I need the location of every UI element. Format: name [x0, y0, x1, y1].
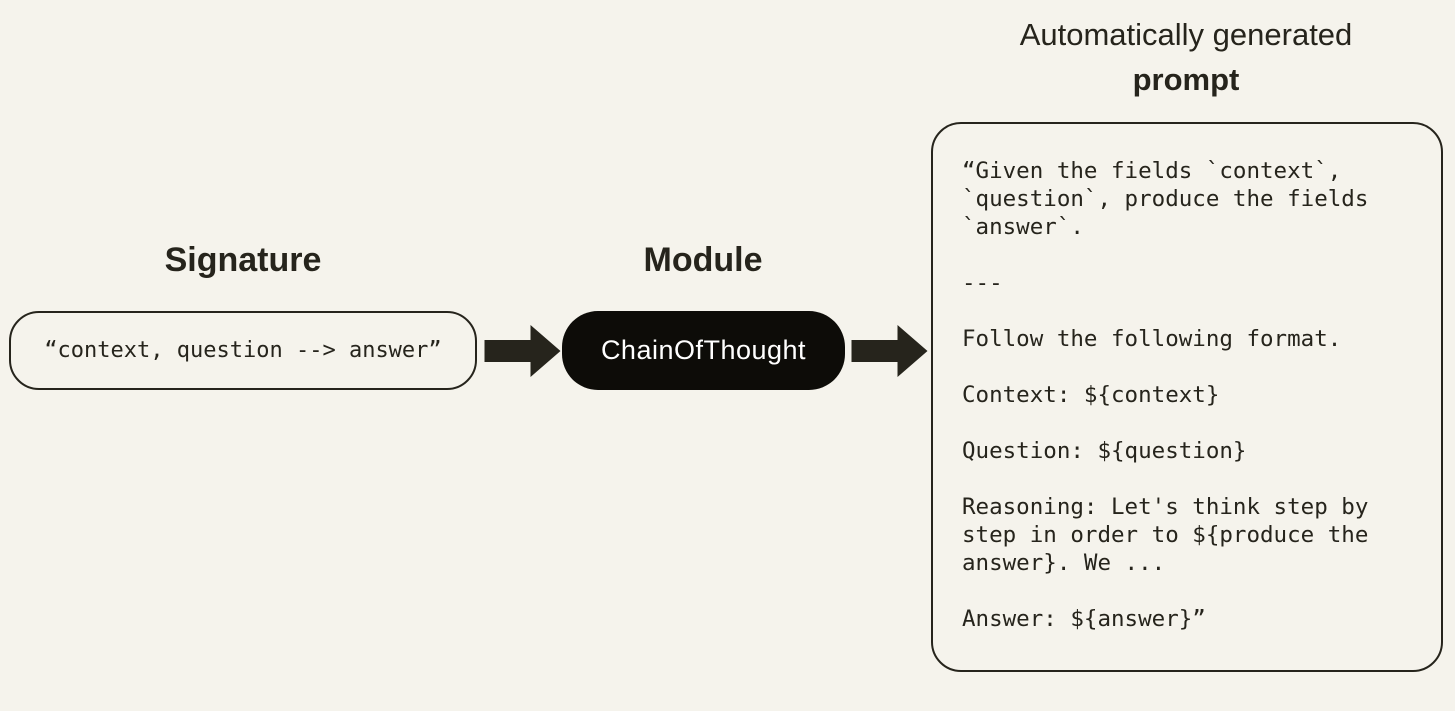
right-arrow-icon [851, 325, 928, 377]
auto-generated-prompt-heading: Automatically generated prompt [930, 12, 1442, 102]
module-heading: Module [643, 241, 763, 279]
auto-heading-line2: prompt [1132, 62, 1240, 97]
signature-heading: Signature [164, 241, 322, 279]
right-arrow-shape [851, 325, 928, 377]
prompt-box: “Given the fields `context`, `question`,… [931, 122, 1443, 672]
prompt-text: “Given the fields `context`, `question`,… [962, 158, 1369, 632]
auto-heading-line1: Automatically generated [1019, 17, 1353, 52]
right-arrow-shape [484, 325, 561, 377]
signature-text: “context, question --> answer” [44, 338, 442, 363]
module-label: ChainOfThought [600, 335, 807, 365]
signature-box: “context, question --> answer” [9, 311, 477, 390]
module-pill: ChainOfThought [562, 311, 845, 390]
right-arrow-icon [484, 325, 561, 377]
